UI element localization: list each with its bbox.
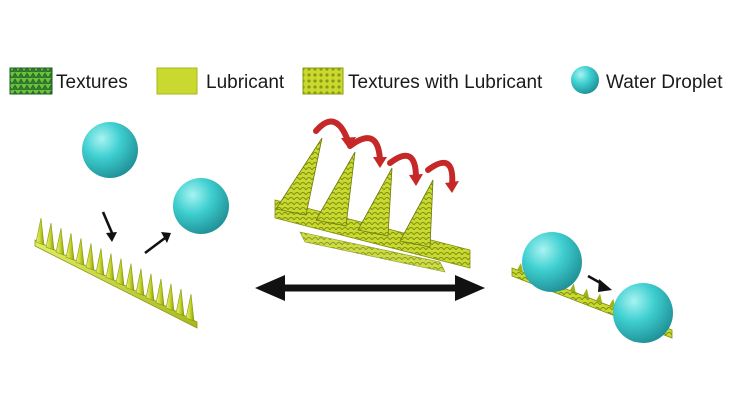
legend-label-water-droplet: Water Droplet [606, 72, 723, 93]
left-panel-textured-surface [34, 122, 229, 329]
bending-cone [357, 167, 393, 237]
legend-label-textures: Textures [56, 72, 128, 93]
texture-spike [55, 228, 65, 256]
legend-item-textures: Textures [9, 67, 128, 95]
black-arrow-icon [101, 211, 117, 242]
texture-spike [145, 273, 155, 302]
texture-spike [65, 233, 75, 261]
water-droplet-sliding-start [522, 232, 582, 292]
texture-spike [115, 258, 125, 286]
legend-label-lubricant: Lubricant [206, 72, 285, 93]
texture-spike [75, 238, 85, 266]
black-arrow-icon [144, 232, 171, 255]
small-texture-spike [582, 288, 589, 298]
water-droplet-bouncing [173, 178, 229, 234]
texture-spike [155, 278, 165, 307]
small-texture-spike [609, 298, 616, 308]
texture-spike [135, 268, 145, 297]
surface-spikes [35, 217, 195, 322]
textured-cones [275, 137, 434, 248]
textures-with-lubricant-swatch [302, 67, 344, 95]
legend-item-textures-with-lubricant: Textures with Lubricant [302, 67, 543, 95]
textures-swatch [9, 67, 53, 95]
texture-spike [125, 263, 135, 292]
texture-spike [185, 293, 195, 322]
bending-cone [399, 179, 434, 248]
legend-label-textures-with-lubricant: Textures with Lubricant [348, 72, 543, 93]
legend-item-water-droplet: Water Droplet [571, 66, 723, 94]
curved-red-arrow-heads [341, 137, 459, 193]
bending-cone [315, 151, 356, 227]
legend: Textures Lubricant Textures with Lubrica… [9, 66, 723, 95]
water-droplet-falling [82, 122, 138, 178]
texture-spike [175, 288, 185, 317]
right-panel-droplet-sliding [511, 232, 673, 343]
texture-spike [45, 223, 55, 251]
texture-spike [85, 243, 95, 271]
texture-spike [35, 217, 45, 246]
double-headed-arrow-icon [255, 275, 485, 301]
middle-panel-lubricant-infused-textures [274, 118, 471, 273]
curved-red-arrow-icon [313, 118, 456, 189]
water-droplet-swatch [571, 66, 599, 94]
water-droplet-sliding-end [613, 283, 673, 343]
small-texture-spike [569, 283, 576, 293]
legend-item-lubricant: Lubricant [156, 67, 285, 95]
texture-spike [105, 253, 115, 281]
small-texture-spike [596, 293, 603, 303]
small-texture-spike [517, 263, 523, 272]
black-arrow-icon [587, 274, 612, 292]
texture-spike [95, 248, 105, 276]
lubricant-swatch [156, 67, 198, 95]
textured-plate [34, 217, 198, 329]
bending-cone [275, 137, 323, 216]
texture-spike [165, 283, 175, 312]
